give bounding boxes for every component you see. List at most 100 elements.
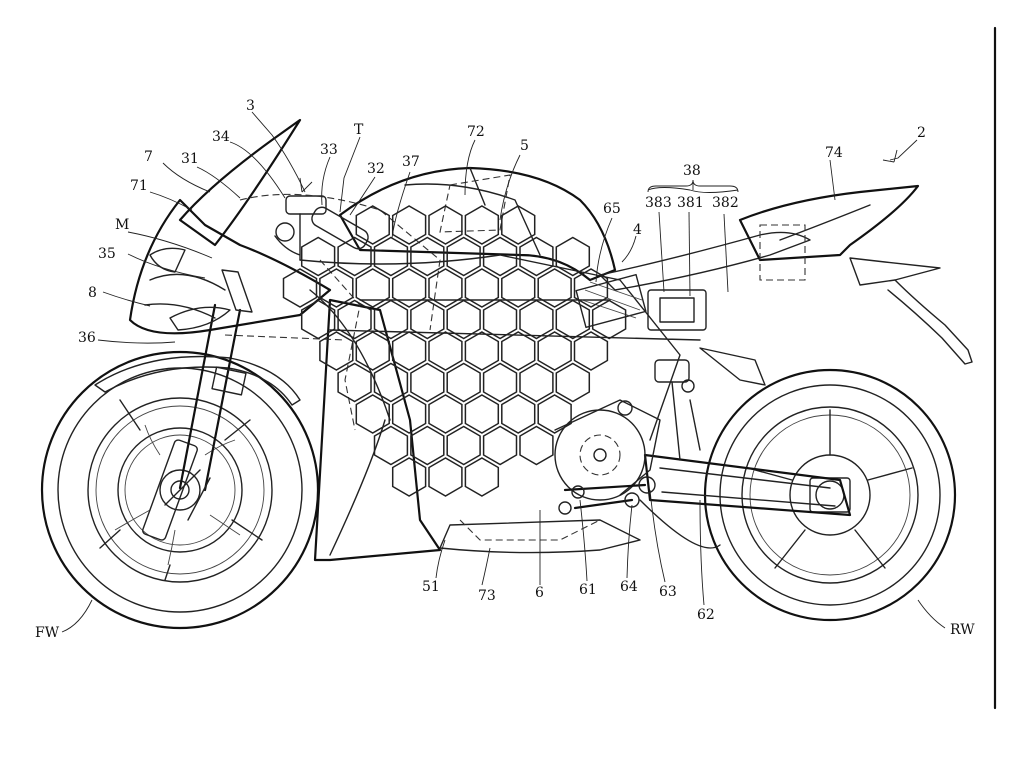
belly-pan [439, 519, 641, 554]
battery-hex-cell [391, 457, 427, 497]
battery-hex-cell [446, 236, 481, 277]
front-wheel [40, 350, 320, 630]
reference-labels: 2 3 34 T 72 5 7 31 33 32 37 38 74 71 65 … [35, 98, 975, 641]
label-72: 72 [467, 124, 485, 140]
label-FW: FW [35, 625, 60, 641]
side-fairing [313, 298, 442, 562]
battery-hex-cell [410, 362, 445, 403]
battery-hex-cell [464, 205, 500, 245]
swingarm [639, 453, 852, 549]
battery-hex-cell [373, 362, 409, 403]
label-62: 62 [697, 607, 715, 623]
battery-hex-cell [355, 331, 390, 371]
battery-hex-cell [300, 299, 336, 340]
hidden-outline-frame [239, 193, 601, 541]
battery-hex-cell [446, 362, 481, 403]
front-cowl [128, 198, 332, 335]
battery-hex-cell [355, 205, 390, 245]
label-RW: RW [950, 622, 975, 638]
battery-hex-cell [319, 331, 354, 371]
windscreen [178, 118, 302, 247]
license-bracket [887, 279, 973, 365]
label-7: 7 [144, 149, 153, 165]
battery-hex-cell [282, 268, 318, 308]
battery-hex-cell [355, 394, 390, 434]
battery-hex-cell [464, 268, 500, 308]
label-382: 382 [712, 195, 739, 211]
tail-section [738, 184, 920, 262]
rear-shock [617, 347, 766, 461]
label-32: 32 [367, 161, 385, 177]
label-61: 61 [579, 582, 597, 598]
battery-hex-cell [464, 457, 500, 497]
label-381: 381 [677, 195, 704, 211]
battery-hex-cell [428, 205, 463, 245]
label-8: 8 [88, 285, 97, 301]
label-63: 63 [659, 584, 677, 600]
battery-hex-cell [410, 236, 445, 277]
label-38: 38 [683, 163, 701, 179]
label-34: 34 [212, 129, 230, 145]
label-M: M [115, 217, 129, 233]
battery-hex-cell [319, 268, 354, 308]
battery-hex-cell [464, 394, 500, 434]
leader-lines [61, 111, 946, 633]
label-2: 2 [917, 125, 926, 141]
battery-hex-cell [482, 299, 518, 340]
label-383: 383 [645, 195, 672, 211]
label-71: 71 [130, 178, 148, 194]
rear-wheel [703, 368, 957, 622]
battery-hex-cell [501, 394, 536, 434]
battery-hex-cell [337, 299, 372, 340]
rear-fender-hugger [849, 257, 941, 286]
bracket-38 [647, 179, 739, 193]
battery-hex-cell [482, 362, 518, 403]
battery-hex-cell [555, 236, 591, 277]
handlebar [274, 195, 369, 261]
battery-hex-cell [337, 362, 372, 403]
controller-modules [575, 224, 806, 331]
label-5: 5 [520, 138, 529, 154]
battery-hex-cell [428, 394, 463, 434]
battery-hex-cell [391, 268, 427, 308]
motor-unit [554, 399, 661, 501]
battery-hex-cell [573, 331, 609, 371]
label-65: 65 [603, 201, 621, 217]
battery-hex-cell [446, 425, 481, 466]
label-31: 31 [181, 151, 199, 167]
label-36: 36 [78, 330, 96, 346]
headlight [169, 306, 231, 331]
label-T: T [354, 122, 364, 138]
label-33: 33 [320, 142, 338, 158]
battery-hex-cell [428, 268, 463, 308]
label-35: 35 [98, 246, 116, 262]
battery-hex-cell [537, 268, 572, 308]
battery-hex-cell [555, 362, 591, 403]
battery-hex-cell [446, 299, 481, 340]
label-73: 73 [478, 588, 496, 604]
battery-hex-cell [537, 331, 572, 371]
battery-hex-cell [410, 425, 445, 466]
seat [599, 231, 811, 291]
label-64: 64 [620, 579, 638, 595]
battery-hex-cell [519, 425, 554, 466]
label-74: 74 [825, 145, 843, 161]
battery-hex-cells [282, 205, 627, 497]
battery-hex-cell [482, 236, 518, 277]
battery-hex-cell [373, 236, 409, 277]
battery-hex-cell [428, 331, 463, 371]
label-37: 37 [402, 154, 420, 170]
label-51: 51 [422, 579, 440, 595]
battery-hex-cell [501, 205, 536, 245]
battery-hex-cell [555, 299, 591, 340]
battery-hex-cell [537, 394, 572, 434]
battery-hex-cell [391, 394, 427, 434]
battery-hex-cell [464, 331, 500, 371]
battery-hex-cell [501, 331, 536, 371]
frame [299, 254, 701, 441]
front-fork [164, 269, 253, 521]
label-3: 3 [246, 98, 255, 114]
battery-hex-cell [501, 268, 536, 308]
battery-hex-cell [300, 236, 336, 277]
